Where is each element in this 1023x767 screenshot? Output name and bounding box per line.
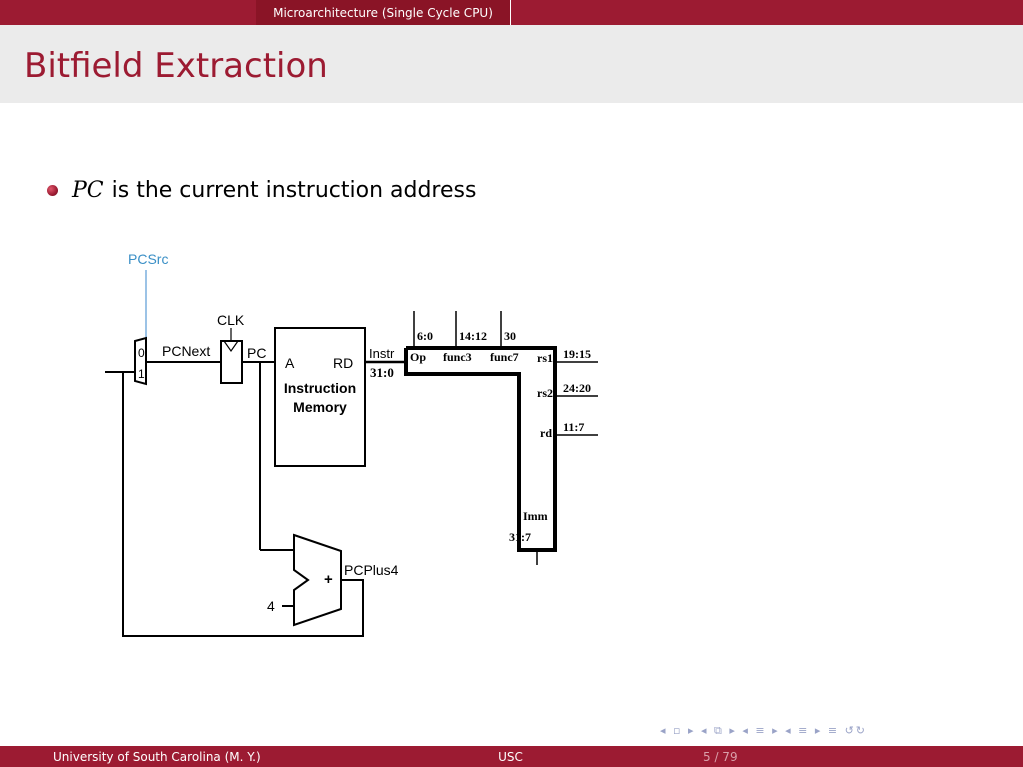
mem-rd-label: RD [333,355,353,371]
pcplus4-adder [293,533,342,627]
bits-rd-label: 11:7 [563,420,584,434]
footer-institution: University of South Carolina (M. Y.) [53,749,261,764]
math-pc: PC [72,177,104,203]
clock-triangle [223,340,239,353]
field-op: Op [410,350,426,364]
bits-rs1-label: 19:15 [563,347,591,361]
footer-short: USC [498,749,523,764]
page-counter: 5 / 79 [703,749,738,764]
four-label: 4 [267,598,275,614]
field-rd: rd [540,426,552,440]
field-rs2: rs2 [537,386,553,400]
field-rs1: rs1 [537,351,553,365]
bits-op-label: 6:0 [417,329,433,343]
bits-imm-label: 31:7 [509,530,531,544]
field-func7: func7 [490,350,519,364]
instruction-bus [404,346,557,552]
mem-title-2: Memory [293,399,347,415]
pc-mux [134,336,147,386]
instruction-memory [274,327,366,467]
footer-bar [0,746,1023,767]
bits-func3-label: 14:12 [459,329,487,343]
field-imm: Imm [523,509,548,523]
pcplus4-label: PCPlus4 [344,562,399,578]
bits-func7-label: 30 [504,329,516,343]
pcsrc-label: PCSrc [128,251,168,267]
pc-register [220,340,243,384]
bullet-text: is the current instruction address [111,177,477,203]
instr-range-label: 31:0 [370,365,394,380]
mem-title-1: Instruction [284,380,356,396]
header-bar [0,0,1023,25]
field-func3: func3 [443,350,472,364]
mux-0-label: 0 [138,346,145,360]
pc-label: PC [247,345,266,361]
pcplus4-wire [122,371,364,637]
title-bar [0,25,1023,103]
bullet-item: PC is the current instruction address [47,175,476,205]
mux-1-label: 1 [138,367,145,381]
section-title[interactable]: Microarchitecture (Single Cycle CPU) [256,0,511,25]
clk-label: CLK [217,312,245,328]
instr-label: Instr [369,346,395,361]
bits-rs2-label: 24:20 [563,381,591,395]
pcnext-label: PCNext [162,343,210,359]
bullet-icon [47,184,58,196]
mem-a-label: A [285,355,295,371]
slide-title: Bitfield Extraction [24,46,328,86]
beamer-nav-icons[interactable]: ◂ ▫ ▸ ◂ ⧉ ▸ ◂ ≡ ▸ ◂ ≡ ▸ ≡ ↺↻ [660,724,868,737]
plus-label: + [324,571,333,588]
